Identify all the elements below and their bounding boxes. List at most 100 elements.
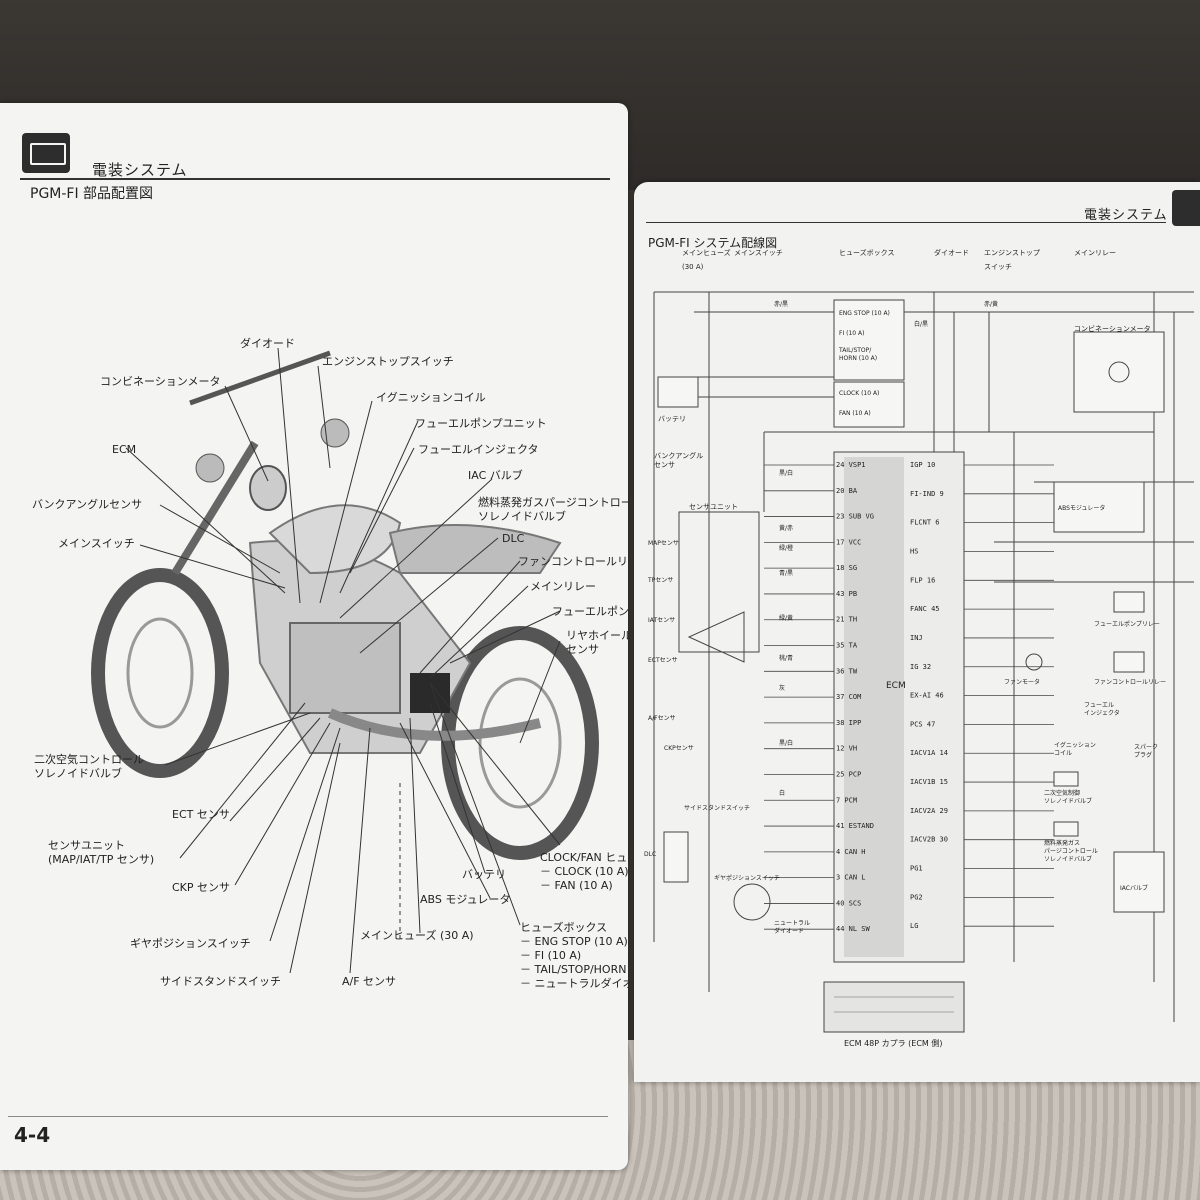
right-header-rule bbox=[646, 222, 1166, 223]
electrical-section-icon bbox=[22, 133, 70, 173]
iat-sensor-label: IATセンサ bbox=[648, 617, 676, 624]
ecm-right-pin-5: FANC 45 bbox=[910, 605, 940, 613]
wire-color-4: 黄/赤 bbox=[779, 525, 794, 532]
engine-stop-label: エンジンストップ スイッチ bbox=[984, 249, 1040, 271]
diode-label: ダイオード bbox=[934, 249, 969, 257]
callout-abs-modulator: ABS モジュレータ bbox=[420, 893, 511, 906]
ecm-left-pin-14: 41 ESTAND bbox=[836, 822, 874, 830]
ecm-right-pin-16: LG bbox=[910, 922, 918, 930]
ecm-left-pin-6: 21 TH bbox=[836, 616, 857, 624]
fuel-injector-label: フューエル インジェクタ bbox=[1084, 702, 1120, 717]
ecm-right-pin-2: FLCNT 6 bbox=[910, 519, 940, 527]
callout-main-fuse: メインヒューズ (30 A) bbox=[360, 929, 474, 942]
fusebox-label: ヒューズボックス bbox=[839, 249, 895, 257]
fuse-tail-stop-horn: TAIL/STOP/ HORN (10 A) bbox=[839, 347, 878, 362]
page-number: 4-4 bbox=[14, 1123, 51, 1147]
ecm-right-pin-3: HS bbox=[910, 547, 918, 555]
sensor-unit-label: センサユニット bbox=[689, 503, 738, 511]
spark-plug-label: スパーク プラグ bbox=[1134, 744, 1159, 759]
callout-fusebox: ヒューズボックス － ENG STOP (10 A) － FI (10 A) －… bbox=[520, 921, 628, 990]
wire-color-8: 桃/青 bbox=[779, 655, 794, 662]
main-switch-label: メインスイッチ bbox=[734, 249, 783, 257]
callout-fan-control-relay: ファンコントロールリレー bbox=[518, 555, 628, 568]
ecm-right-pin-7: IG 32 bbox=[910, 663, 931, 671]
wire-color-1: 赤/黒 bbox=[774, 301, 789, 308]
right-page: 電装システム PGM-FI システム配線図 bbox=[634, 182, 1200, 1082]
callout-fuel-pump-unit: フューエルポンプユニット bbox=[415, 417, 547, 430]
callout-fuel-pump-relay: フューエルポンプリレー bbox=[552, 605, 628, 618]
fuse-box-upper bbox=[833, 299, 905, 381]
callout-iac-valve: IAC バルブ bbox=[468, 469, 523, 482]
ecm-left-pin-15: 4 CAN H bbox=[836, 848, 866, 856]
fuse-eng-stop: ENG STOP (10 A) bbox=[839, 310, 890, 317]
engine bbox=[289, 622, 401, 714]
callout-gear-position-switch: ギヤポジションスイッチ bbox=[130, 937, 251, 950]
fuel-pump-relay-label: フューエルポンプリレー bbox=[1094, 621, 1160, 628]
callout-fuel-injector: フューエルインジェクタ bbox=[418, 443, 539, 456]
footer-rule bbox=[8, 1116, 608, 1117]
wire-color-10: 黒/白 bbox=[779, 740, 794, 747]
callout-sensor-unit: センサユニット (MAP/IAT/TP センサ) bbox=[48, 839, 155, 866]
diagram-title: PGM-FI 部品配置図 bbox=[30, 186, 154, 202]
callout-rear-wheel-speed-sensor: リヤホイールスピード センサ bbox=[566, 629, 628, 656]
af-sensor-label: A/Fセンサ bbox=[648, 715, 676, 722]
bank-angle-label: バンクアングル センサ bbox=[654, 452, 704, 469]
wiring-diagram-title: PGM-FI システム配線図 bbox=[648, 236, 778, 250]
ecm-connector bbox=[823, 981, 965, 1033]
callout-ckp-sensor: CKP センサ bbox=[172, 881, 231, 894]
fan-motor-label: ファンモータ bbox=[1004, 679, 1041, 686]
fan-relay-label: ファンコントロールリレー bbox=[1094, 679, 1167, 686]
ecm-left-pin-16: 3 CAN L bbox=[836, 874, 866, 882]
callout-clock-fan-fusebox: CLOCK/FAN ヒューズボックス － CLOCK (10 A) － FAN … bbox=[540, 851, 628, 892]
wire-color-11: 白 bbox=[779, 790, 786, 797]
battery-label: バッテリ bbox=[658, 415, 686, 423]
callout-diode: ダイオード bbox=[240, 337, 295, 350]
callout-combination-meter: コンビネーションメータ bbox=[100, 375, 221, 388]
ecm-left-pin-8: 36 TW bbox=[836, 667, 858, 675]
callout-bank-angle-sensor: バンクアングルセンサ bbox=[32, 498, 143, 511]
right-section-title: 電装システム bbox=[1084, 208, 1168, 223]
tp-sensor-label: TPセンサ bbox=[648, 577, 674, 584]
leader-lines bbox=[125, 347, 561, 974]
ecm-right-pin-6: INJ bbox=[910, 634, 923, 642]
ecm-label: ECM bbox=[886, 681, 906, 691]
connector-caption: ECM 48P カプラ (ECM 側) bbox=[844, 1039, 943, 1048]
purge-valve-label: 燃料蒸発ガス パージコントロール ソレノイドバルブ bbox=[1044, 840, 1098, 863]
ect-sensor-label: ECTセンサ bbox=[648, 657, 678, 664]
rear-wheel bbox=[441, 626, 599, 860]
section-title: 電装システム bbox=[92, 161, 188, 179]
sensor-unit-box bbox=[678, 511, 760, 653]
fuel-pump-relay-symbol bbox=[1113, 591, 1145, 613]
ignition-coil-label: イグニッション コイル bbox=[1054, 742, 1096, 757]
callout-side-stand-switch: サイドスタンドスイッチ bbox=[160, 975, 281, 988]
ecm-left-pin-3: 17 VCC bbox=[836, 538, 861, 546]
ecm-right-pin-11: IACV1B 15 bbox=[910, 778, 948, 786]
callout-purge-control-valve: 燃料蒸発ガスパージコントロール ソレノイドバルブ bbox=[478, 496, 628, 523]
ecm-left-pin-7: 35 TA bbox=[836, 642, 858, 650]
wire-color-6: 青/黒 bbox=[779, 570, 794, 577]
fuse-fan: FAN (10 A) bbox=[839, 410, 871, 417]
abs-modulator-box bbox=[1053, 481, 1145, 533]
ecm-right-pin-13: IACV2B 30 bbox=[910, 836, 948, 844]
ecm-right-pin-15: PG2 bbox=[910, 893, 923, 901]
dlc-label: DLC bbox=[644, 851, 657, 858]
ecm-left-pin-11: 12 VH bbox=[836, 745, 857, 753]
main-relay-label: メインリレー bbox=[1074, 249, 1116, 257]
ecm-right-pin-10: IACV1A 14 bbox=[910, 749, 948, 757]
dlc-symbol bbox=[663, 831, 689, 883]
iac-valve-box bbox=[1113, 851, 1165, 913]
callout-engine-stop-switch: エンジンストップスイッチ bbox=[322, 355, 454, 368]
front-wheel bbox=[91, 568, 229, 778]
callout-battery: バッテリ bbox=[462, 868, 506, 881]
wire-color-9: 灰 bbox=[779, 685, 786, 692]
electrical-section-tab bbox=[1172, 190, 1200, 226]
ecm-left-pin-9: 37 COM bbox=[836, 693, 861, 701]
callout-main-relay: メインリレー bbox=[530, 580, 596, 593]
ecm-left-pin-1: 20 BA bbox=[836, 487, 858, 495]
callout-secondary-air-valve: 二次空気コントロール ソレノイドバルブ bbox=[34, 753, 144, 780]
iac-valve-label: IACバルブ bbox=[1120, 885, 1148, 892]
callout-ect-sensor: ECT センサ bbox=[172, 808, 230, 821]
ecm-right-pin-4: FLP 16 bbox=[910, 576, 935, 584]
callout-ignition-coil: イグニッションコイル bbox=[376, 391, 486, 404]
